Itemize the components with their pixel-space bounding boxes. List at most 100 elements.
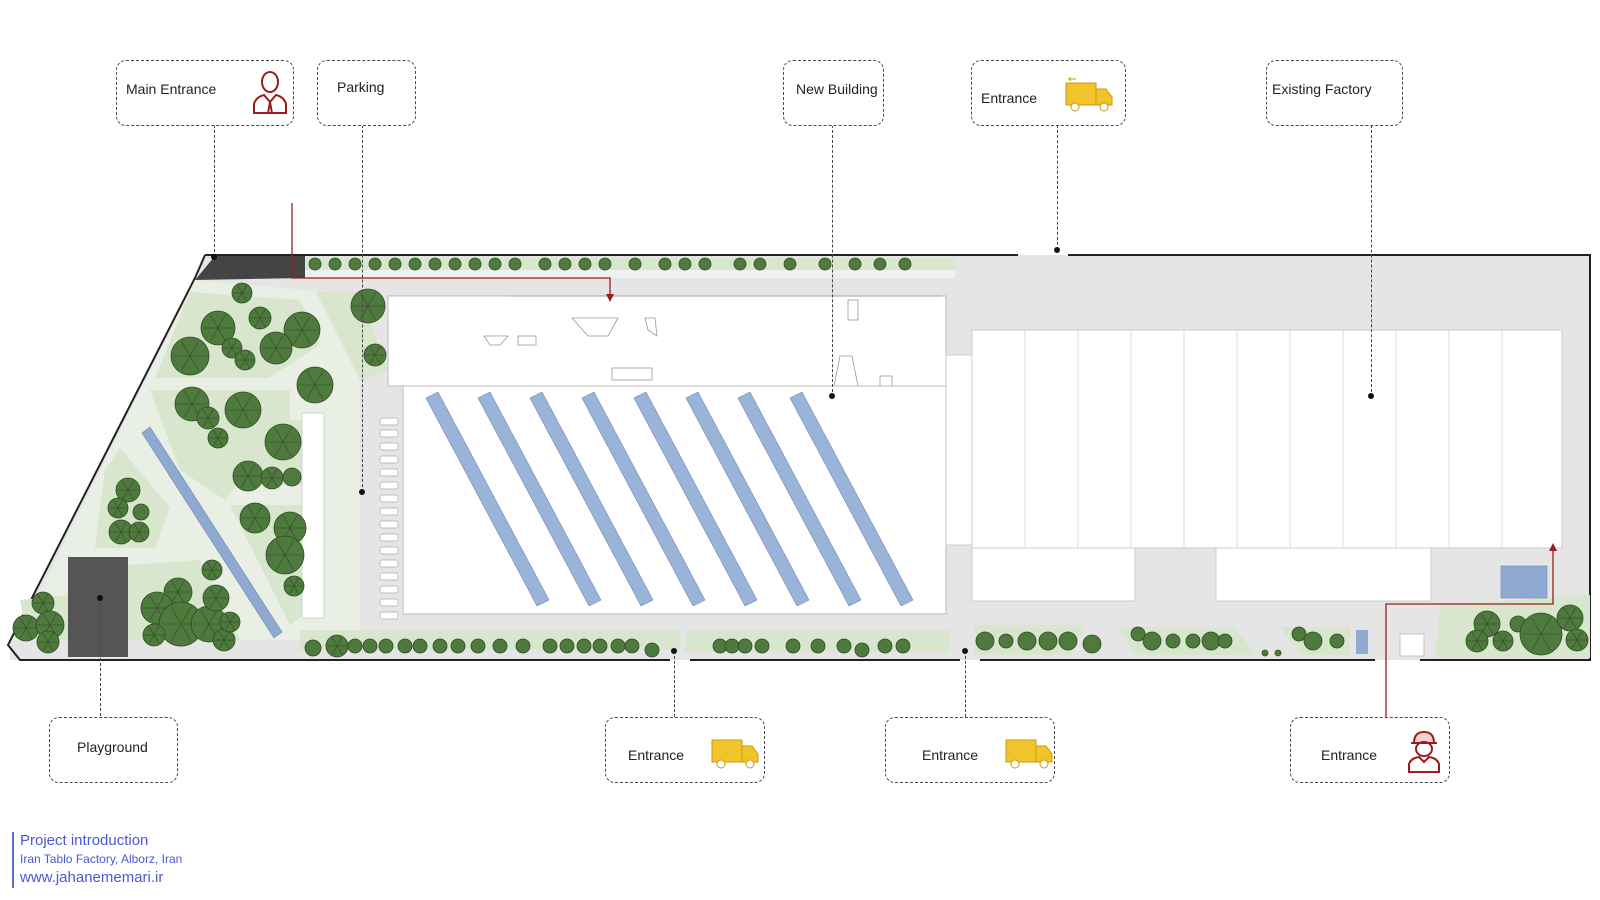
tree-branch xyxy=(244,352,250,361)
tree-branch xyxy=(170,606,182,625)
tree xyxy=(754,638,770,654)
tree-branch xyxy=(231,347,237,356)
connector-block xyxy=(945,354,973,546)
tree xyxy=(328,257,342,271)
tree-branch xyxy=(37,594,44,604)
tree-branch xyxy=(268,347,277,361)
tree xyxy=(515,638,531,654)
tree xyxy=(1082,634,1102,654)
tree-branch xyxy=(301,315,311,331)
tree-branch xyxy=(242,395,252,411)
tree-branch xyxy=(227,347,233,356)
tree-branch xyxy=(207,569,213,578)
tree-branch xyxy=(209,597,217,609)
tree-branch xyxy=(213,437,219,446)
tree-branch xyxy=(1480,613,1488,625)
leader-existing-factory xyxy=(1371,125,1372,397)
tree-branch xyxy=(213,430,219,439)
tree-branch xyxy=(127,480,134,491)
tree xyxy=(610,638,626,654)
marker-playground xyxy=(97,595,103,601)
tree xyxy=(753,257,767,271)
tree xyxy=(308,257,322,271)
tree-branch xyxy=(223,639,230,649)
gatehouse xyxy=(1399,633,1425,657)
tree xyxy=(578,257,592,271)
leader-main-entrance xyxy=(214,125,215,257)
tree-branch xyxy=(223,631,230,641)
tree-branch xyxy=(234,409,244,425)
tree xyxy=(898,257,912,271)
tree xyxy=(1130,626,1146,642)
tree-branch xyxy=(47,641,54,651)
tree xyxy=(558,257,572,271)
tree-branch xyxy=(234,395,244,411)
tree-branch xyxy=(181,355,191,371)
tree xyxy=(432,638,448,654)
footer-website[interactable]: www.jahanememari.ir xyxy=(20,869,164,886)
tree xyxy=(678,257,692,271)
callout-label: Parking xyxy=(337,79,385,95)
tree xyxy=(848,257,862,271)
tree-branch xyxy=(149,607,158,621)
tree-branch xyxy=(120,522,127,533)
tree xyxy=(698,257,712,271)
tree-branch xyxy=(218,639,225,649)
tree xyxy=(628,257,642,271)
footer-title: Project introduction xyxy=(20,832,149,849)
factory-annex-west xyxy=(971,547,1136,602)
tree-branch xyxy=(237,292,243,301)
tree-branch xyxy=(42,633,49,643)
tree-branch xyxy=(266,469,273,479)
tree-branch xyxy=(122,480,129,491)
tree-branch xyxy=(225,614,231,623)
tree-branch xyxy=(244,359,250,368)
tree-branch xyxy=(42,594,49,604)
callout-label: Main Entrance xyxy=(126,81,217,97)
tree-branch xyxy=(120,531,127,542)
tree xyxy=(1142,631,1162,651)
tree-branch xyxy=(1498,640,1504,649)
tree-branch xyxy=(215,597,223,609)
tree-branch xyxy=(336,637,343,647)
tree xyxy=(724,638,740,654)
tree-branch xyxy=(42,602,49,612)
tree-branch xyxy=(170,623,182,642)
tree-branch xyxy=(217,314,226,329)
tree-branch xyxy=(25,627,33,639)
tree xyxy=(1217,633,1233,649)
tree-branch xyxy=(217,437,223,446)
tree xyxy=(598,257,612,271)
solar-strip-west xyxy=(141,426,283,639)
tree xyxy=(347,638,363,654)
tree-branch xyxy=(115,522,122,533)
tree-branch xyxy=(47,633,54,643)
tree-branch xyxy=(360,305,369,320)
tree-branch xyxy=(134,531,140,540)
tree-branch xyxy=(240,464,249,477)
tree-branch xyxy=(275,335,284,349)
tree-branch xyxy=(271,477,278,487)
tree xyxy=(1261,649,1269,657)
tree-branch xyxy=(127,489,134,500)
tree-branch xyxy=(314,370,324,386)
tree-branch xyxy=(1531,617,1542,635)
tree-branch xyxy=(115,531,122,542)
tree-branch xyxy=(1540,633,1551,651)
tree-branch xyxy=(215,587,223,599)
tree-branch xyxy=(240,475,249,488)
tree-branch xyxy=(1576,639,1583,649)
solar-panel-rows xyxy=(425,391,914,607)
tree-branch xyxy=(218,631,225,641)
tree-branch xyxy=(184,403,193,418)
tree-branch xyxy=(367,305,376,320)
tree xyxy=(559,638,575,654)
site-boundary-right xyxy=(1068,254,1591,661)
delivery-truck-icon xyxy=(1005,739,1053,769)
tree-branch xyxy=(293,329,303,345)
tree-branch xyxy=(207,409,214,419)
tree-branch xyxy=(293,578,299,587)
tree xyxy=(388,257,402,271)
existing-factory-bays xyxy=(1024,330,1503,548)
